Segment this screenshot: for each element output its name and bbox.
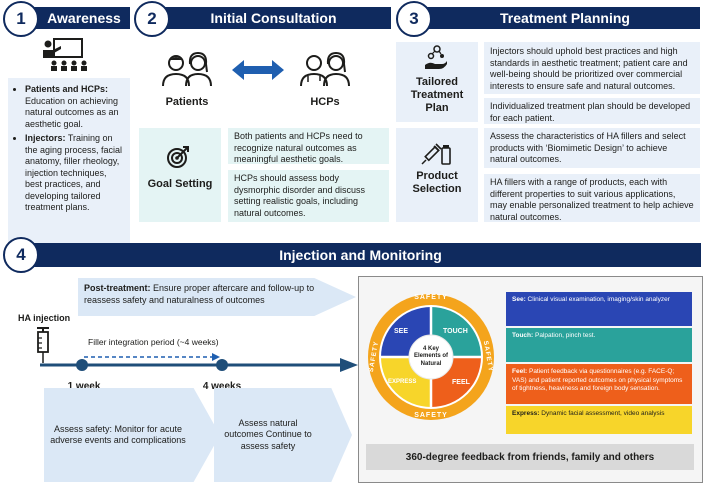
assess-safety-arrow: Assess safety: Monitor for acute adverse… — [44, 388, 220, 482]
legend-touch-label: Touch: — [512, 332, 534, 339]
post-treatment-text: Ensure proper aftercare and follow-up to… — [84, 283, 315, 305]
legend-see-label: See: — [512, 296, 526, 303]
bullet1-text: Education on achieving natural outcomes … — [25, 95, 119, 129]
wheel-express-label: EXPRESS — [388, 379, 417, 385]
planning-header: Treatment Planning — [410, 7, 700, 29]
goal-text-2: HCPs should assess body dysmorphic disor… — [228, 170, 389, 222]
syringe-vial-icon — [420, 142, 452, 166]
bullet2-label: Injectors: — [25, 133, 66, 143]
step-1-badge: 1 — [3, 1, 39, 37]
step-4-badge: 4 — [3, 237, 39, 273]
tailored-text-2: Individualized treatment plan should be … — [484, 98, 700, 124]
awareness-box: Patients and HCPs: Education on achievin… — [8, 78, 130, 244]
week-4-label: 4 weeks — [202, 381, 242, 392]
legend-touch-text: Palpation, pinch test. — [535, 332, 596, 339]
wheel-center-label: 4 Key Elements of Natural — [413, 345, 448, 367]
bullet2-text: Training on the aging process, facial an… — [25, 133, 123, 212]
product-text-1: Assess the characteristics of HA fillers… — [484, 128, 700, 168]
target-icon — [166, 145, 190, 169]
wheel-safety-bottom: SAFETY — [414, 412, 448, 419]
legend-feel-text: Patient feedback via questionnaires (e.g… — [512, 368, 683, 392]
week-1-label: 1 week — [67, 381, 101, 392]
awareness-header: Awareness — [12, 7, 130, 29]
legend-see: See: Clinical visual examination, imagin… — [506, 292, 692, 326]
planning-title: Treatment Planning — [500, 10, 630, 26]
awareness-bullet-1: Patients and HCPs: Education on achievin… — [25, 84, 124, 130]
hand-molecule-icon — [424, 45, 448, 71]
tailored-label: Tailored Treatment Plan — [410, 76, 464, 114]
legend-touch: Touch: Palpation, pinch test. — [506, 328, 692, 362]
awareness-title: Awareness — [47, 10, 121, 26]
key-elements-wheel — [366, 292, 496, 422]
awareness-bullet-2: Injectors: Training on the aging process… — [25, 133, 124, 214]
wheel-touch-label: TOUCH — [443, 328, 468, 335]
legend-express-label: Express: — [512, 410, 540, 417]
consultation-header: Initial Consultation — [146, 7, 391, 29]
product-box — [396, 128, 478, 222]
product-text-2: HA fillers with a range of products, eac… — [484, 174, 700, 222]
step-1-number: 1 — [16, 9, 26, 28]
feedback-bar: 360-degree feedback from friends, family… — [366, 444, 694, 470]
ha-injection-label: HA injection — [18, 313, 71, 323]
step-4-number: 4 — [16, 245, 26, 264]
timeline-arrow — [40, 358, 358, 372]
bullet1-label: Patients and HCPs: — [25, 84, 109, 94]
goal-setting-label: Goal Setting — [147, 178, 213, 190]
feedback-text: 360-degree feedback from friends, family… — [405, 451, 655, 463]
tailored-text-1: Injectors should uphold best practices a… — [484, 42, 700, 94]
legend-feel: Feel: Patient feedback via questionnaire… — [506, 364, 692, 404]
patients-icon — [160, 51, 214, 88]
teacher-icon — [40, 38, 90, 72]
goal-setting-box — [139, 128, 221, 222]
tailored-box — [396, 42, 478, 122]
assess-safety-text: Assess safety: Monitor for acute adverse… — [50, 423, 186, 446]
monitoring-header: Injection and Monitoring — [20, 243, 701, 267]
hcps-label: HCPs — [310, 96, 340, 108]
consultation-title: Initial Consultation — [210, 10, 337, 26]
assess-natural-text: Assess natural outcomes Continue to asse… — [224, 417, 312, 451]
legend-see-text: Clinical visual examination, imaging/ski… — [527, 296, 670, 303]
legend-express-text: Dynamic facial assessment, video analysi… — [541, 410, 665, 417]
post-treatment-arrow: Post-treatment: Ensure proper aftercare … — [78, 278, 356, 316]
legend-feel-label: Feel: — [512, 368, 528, 375]
step-3-badge: 3 — [396, 1, 432, 37]
integration-period-label: Filler integration period (~4 weeks) — [88, 337, 219, 347]
product-label: Product Selection — [412, 170, 462, 195]
integration-dashed-arrow — [82, 348, 222, 361]
step-2-badge: 2 — [134, 1, 170, 37]
step-2-number: 2 — [147, 9, 157, 28]
wheel-safety-top: SAFETY — [414, 294, 448, 301]
patients-label: Patients — [165, 96, 209, 108]
monitoring-title: Injection and Monitoring — [279, 247, 442, 263]
wheel-feel-label: FEEL — [452, 379, 470, 386]
goal-text-1: Both patients and HCPs need to recognize… — [228, 128, 389, 164]
step-3-number: 3 — [409, 9, 419, 28]
post-treatment-label: Post-treatment: — [84, 283, 151, 293]
double-arrow-icon — [232, 60, 284, 80]
assess-natural-arrow: Assess natural outcomes Continue to asse… — [214, 388, 352, 482]
legend-express: Express: Dynamic facial assessment, vide… — [506, 406, 692, 434]
syringe-icon — [34, 326, 52, 364]
hcps-icon — [298, 51, 352, 88]
wheel-see-label: SEE — [394, 328, 409, 335]
